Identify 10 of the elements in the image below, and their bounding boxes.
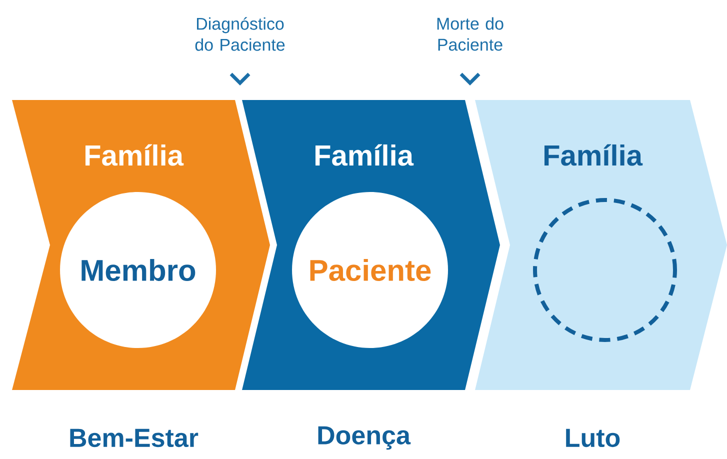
heading: Família [316, 144, 414, 166]
heading: Família [85, 144, 184, 166]
chevron-shape [475, 100, 727, 390]
event-label: Diagnóstico do Paciente [195, 17, 285, 51]
heading: Família [544, 144, 643, 166]
dashed-circle [533, 198, 677, 342]
event-label: Morte do Paciente [437, 17, 504, 51]
stage-label: Bem-Estar [70, 428, 198, 448]
stage-label: Luto [566, 428, 620, 448]
stage-label: Doença [318, 426, 411, 450]
